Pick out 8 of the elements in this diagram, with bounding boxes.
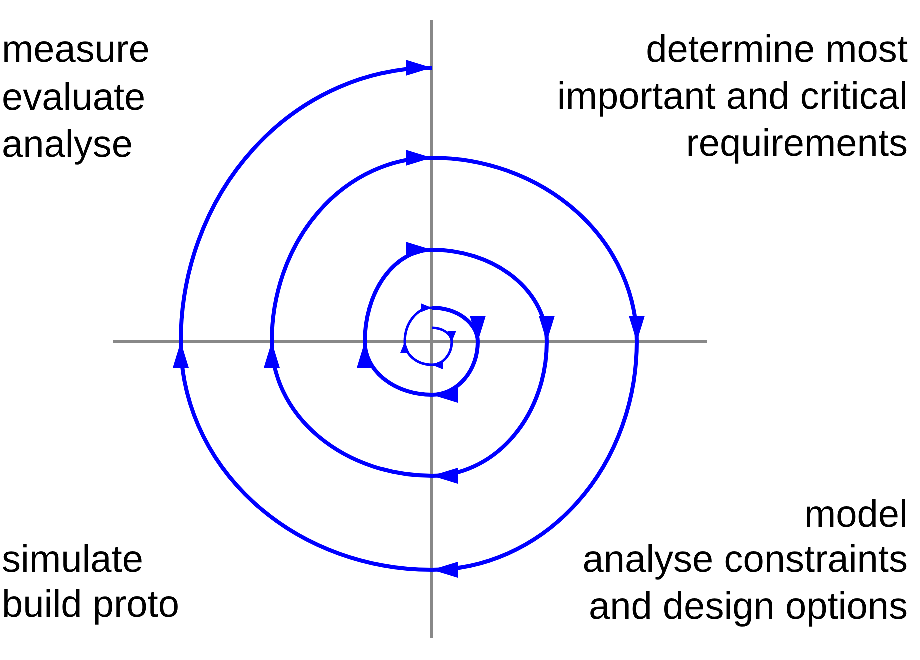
phase-label: build proto — [2, 583, 180, 628]
phase-label: determine most important and critical requirements — [556, 28, 908, 167]
phase-label: analyse constraints and design options — [582, 538, 908, 630]
phase-label: evaluate — [2, 76, 146, 121]
phase-label: model — [804, 493, 908, 538]
phase-label: simulate — [2, 538, 144, 583]
phase-label: measure — [2, 28, 150, 73]
phase-label: analyse — [2, 123, 133, 168]
